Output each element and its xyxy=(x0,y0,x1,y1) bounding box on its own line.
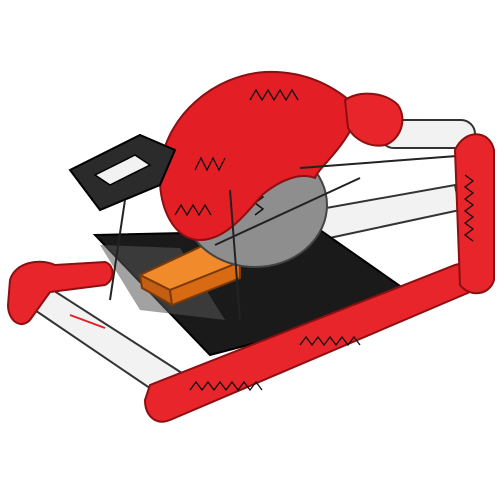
motor-arm xyxy=(343,92,404,147)
frame-right-bar xyxy=(313,183,462,242)
guide-rods xyxy=(109,154,471,321)
frame-left-leg xyxy=(6,260,114,325)
accent-line xyxy=(69,314,106,329)
handle xyxy=(68,133,177,212)
blade-guard xyxy=(158,70,362,242)
frame-right-upright xyxy=(453,133,495,295)
